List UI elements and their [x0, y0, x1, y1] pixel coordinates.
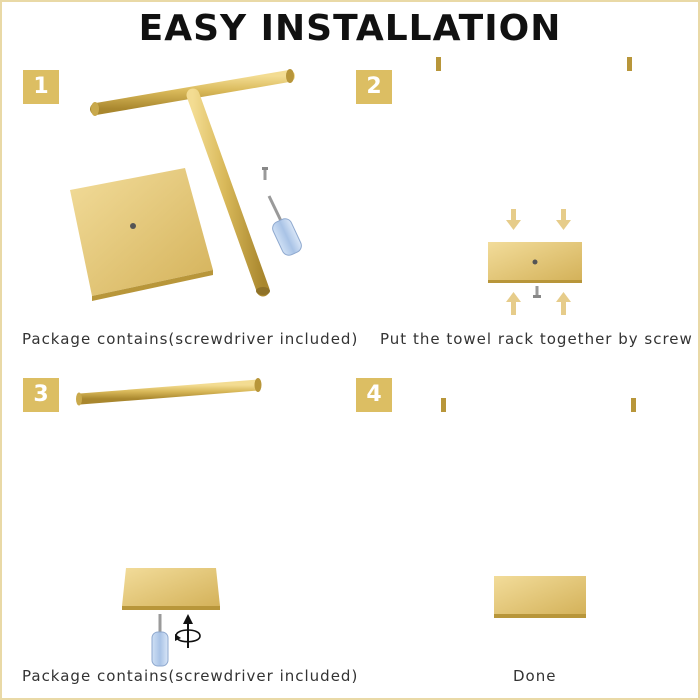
- crossbar: [76, 378, 262, 406]
- step-1-illustration: [70, 69, 302, 301]
- screwdriver-icon: [151, 614, 169, 667]
- screw-icon: [533, 286, 541, 298]
- crossbar: [436, 57, 632, 71]
- base-plate: [70, 168, 213, 301]
- post: [186, 88, 270, 297]
- step-4-illustration: [441, 398, 636, 618]
- step-2-caption: Put the towel rack together by screw: [380, 330, 693, 348]
- step-3-badge: 3: [23, 378, 59, 412]
- page-title: EASY INSTALLATION: [138, 8, 562, 49]
- step-2-illustration: [436, 57, 632, 315]
- crossbar: [441, 398, 636, 412]
- step-4-caption: Done: [513, 667, 557, 685]
- screwdriver-icon: [267, 195, 302, 256]
- step-1-caption: Package contains(screwdriver included): [22, 330, 359, 348]
- base-plate: [488, 242, 582, 283]
- arrow-up-icon: [556, 292, 571, 315]
- rotate-up-arrow-icon: [175, 614, 201, 648]
- arrow-down-icon: [506, 209, 521, 230]
- base-plate: [494, 576, 586, 618]
- step-2-badge: 2: [356, 70, 392, 104]
- step-3-illustration: [76, 378, 262, 667]
- arrow-down-icon: [556, 209, 571, 230]
- base-plate: [122, 568, 220, 610]
- step-4-badge: 4: [356, 378, 392, 412]
- step-3-caption: Package contains(screwdriver included): [22, 667, 359, 685]
- arrow-up-icon: [506, 292, 521, 315]
- screw-icon: [262, 167, 268, 180]
- step-1-badge: 1: [23, 70, 59, 104]
